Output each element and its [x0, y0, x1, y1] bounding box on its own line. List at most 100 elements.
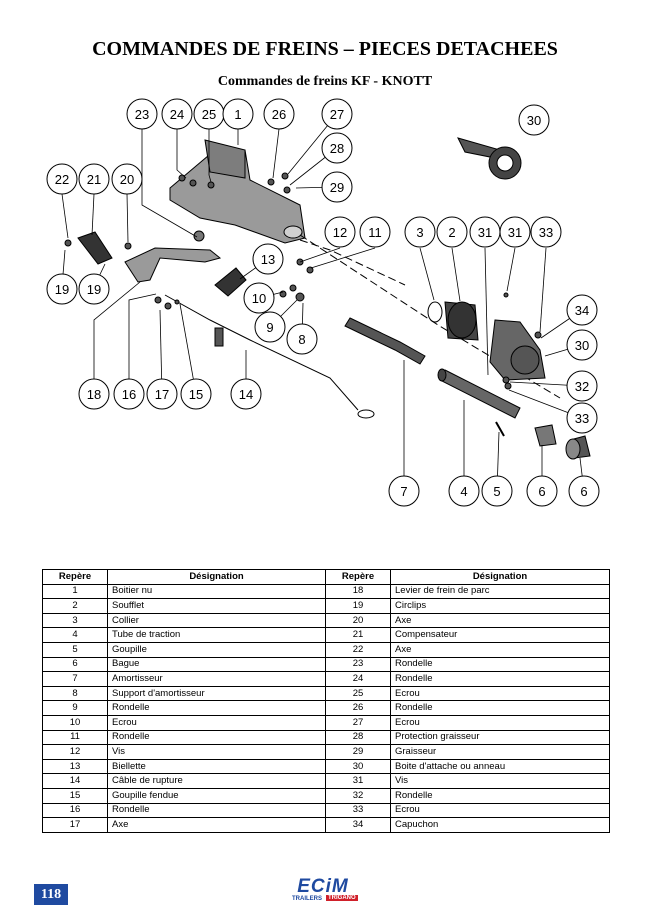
callout-label: 2 — [448, 225, 455, 240]
callout-label: 3 — [416, 225, 423, 240]
callout-23: 23 — [126, 98, 158, 130]
designation-cell: Boitier nu — [107, 583, 326, 600]
repere-cell: 11 — [42, 729, 108, 746]
callout-9: 9 — [254, 311, 286, 343]
callout-circle — [448, 475, 480, 507]
callout-19: 19 — [46, 273, 78, 305]
callout-label: 27 — [330, 107, 344, 122]
callout-label: 19 — [87, 282, 101, 297]
callout-circle — [254, 311, 286, 343]
repere-cell: 3 — [42, 612, 108, 629]
callout-7: 7 — [388, 475, 420, 507]
callout-circle — [321, 171, 353, 203]
designation-cell: Rondelle — [107, 802, 326, 819]
callout-circle — [180, 378, 212, 410]
callout-label: 31 — [478, 225, 492, 240]
biellette-part — [214, 267, 247, 297]
designation-cell: Rondelle — [390, 700, 610, 716]
repere-cell: 2 — [42, 598, 108, 614]
designation-cell: Vis — [390, 773, 610, 789]
repere-cell: 10 — [42, 714, 108, 731]
callout-5: 5 — [481, 475, 513, 507]
callout-circle — [78, 163, 110, 195]
callout-circle — [324, 216, 356, 248]
callout-circle — [566, 370, 598, 402]
callout-34: 34 — [566, 294, 598, 326]
logo-trigano-text: TRIGANO — [326, 895, 358, 901]
callout-6: 6 — [526, 475, 558, 507]
callout-label: 12 — [333, 225, 347, 240]
callout-25: 25 — [193, 98, 225, 130]
callout-11: 11 — [359, 216, 391, 248]
callout-22: 22 — [46, 163, 78, 195]
callout-label: 26 — [272, 107, 286, 122]
callout-label: 18 — [87, 387, 101, 402]
callout-circle — [436, 216, 468, 248]
callout-label: 28 — [330, 141, 344, 156]
exploded-parts-diagram: 2324251262728293022212012113231313313343… — [46, 98, 600, 507]
repere-cell: 23 — [325, 656, 391, 673]
callout-label: 14 — [239, 387, 253, 402]
header-repere-right: Repère — [325, 569, 391, 585]
callout-18: 18 — [78, 378, 110, 410]
traction-tube-part — [437, 368, 521, 419]
designation-cell: Rondelle — [390, 671, 610, 687]
callout-label: 5 — [493, 484, 500, 499]
designation-cell: Axe — [390, 641, 610, 658]
designation-cell: Ecrou — [107, 714, 326, 731]
header-repere-left: Repère — [42, 569, 108, 585]
callout-circle — [321, 132, 353, 164]
designation-cell: Graisseur — [390, 744, 610, 760]
callout-circle — [518, 104, 550, 136]
callout-33: 33 — [530, 216, 562, 248]
page-number: 118 — [34, 884, 68, 905]
designation-cell: Axe — [107, 817, 326, 833]
repere-cell: 14 — [42, 773, 108, 789]
callout-label: 25 — [202, 107, 216, 122]
callout-label: 6 — [580, 484, 587, 499]
designation-cell: Amortisseur — [107, 671, 326, 687]
callout-30: 30 — [566, 329, 598, 361]
callout-27: 27 — [321, 98, 353, 130]
callout-circle — [263, 98, 295, 130]
assembly-axis-line-2 — [299, 239, 406, 286]
callout-circle — [161, 98, 193, 130]
callout-12: 12 — [324, 216, 356, 248]
repere-cell: 31 — [325, 773, 391, 789]
repere-cell: 33 — [325, 802, 391, 819]
designation-cell: Câble de rupture — [107, 773, 326, 789]
callout-28: 28 — [321, 132, 353, 164]
callout-label: 9 — [266, 320, 273, 335]
repere-cell: 29 — [325, 744, 391, 760]
callout-31: 31 — [469, 216, 501, 248]
callout-label: 33 — [539, 225, 553, 240]
designation-cell: Soufflet — [107, 598, 326, 614]
callout-circle — [321, 98, 353, 130]
designation-cell: Compensateur — [390, 627, 610, 643]
designation-cell: Tube de traction — [107, 627, 326, 643]
handbrake-lever-part — [124, 230, 222, 283]
bush-parts — [534, 424, 591, 460]
callout-21: 21 — [78, 163, 110, 195]
repere-cell: 12 — [42, 744, 108, 760]
housing-part — [169, 139, 306, 244]
callout-circle — [530, 216, 562, 248]
page-title: COMMANDES DE FREINS – PIECES DETACHEES — [92, 38, 558, 60]
callout-32: 32 — [566, 370, 598, 402]
callout-14: 14 — [230, 378, 262, 410]
callout-circle — [252, 243, 284, 275]
callout-15: 15 — [180, 378, 212, 410]
callout-13: 13 — [252, 243, 284, 275]
designation-cell: Bague — [107, 656, 326, 673]
designation-cell: Goupille — [107, 641, 326, 658]
towing-eye-part — [457, 137, 522, 180]
callout-8: 8 — [286, 323, 318, 355]
breakaway-cable-part — [164, 294, 375, 419]
